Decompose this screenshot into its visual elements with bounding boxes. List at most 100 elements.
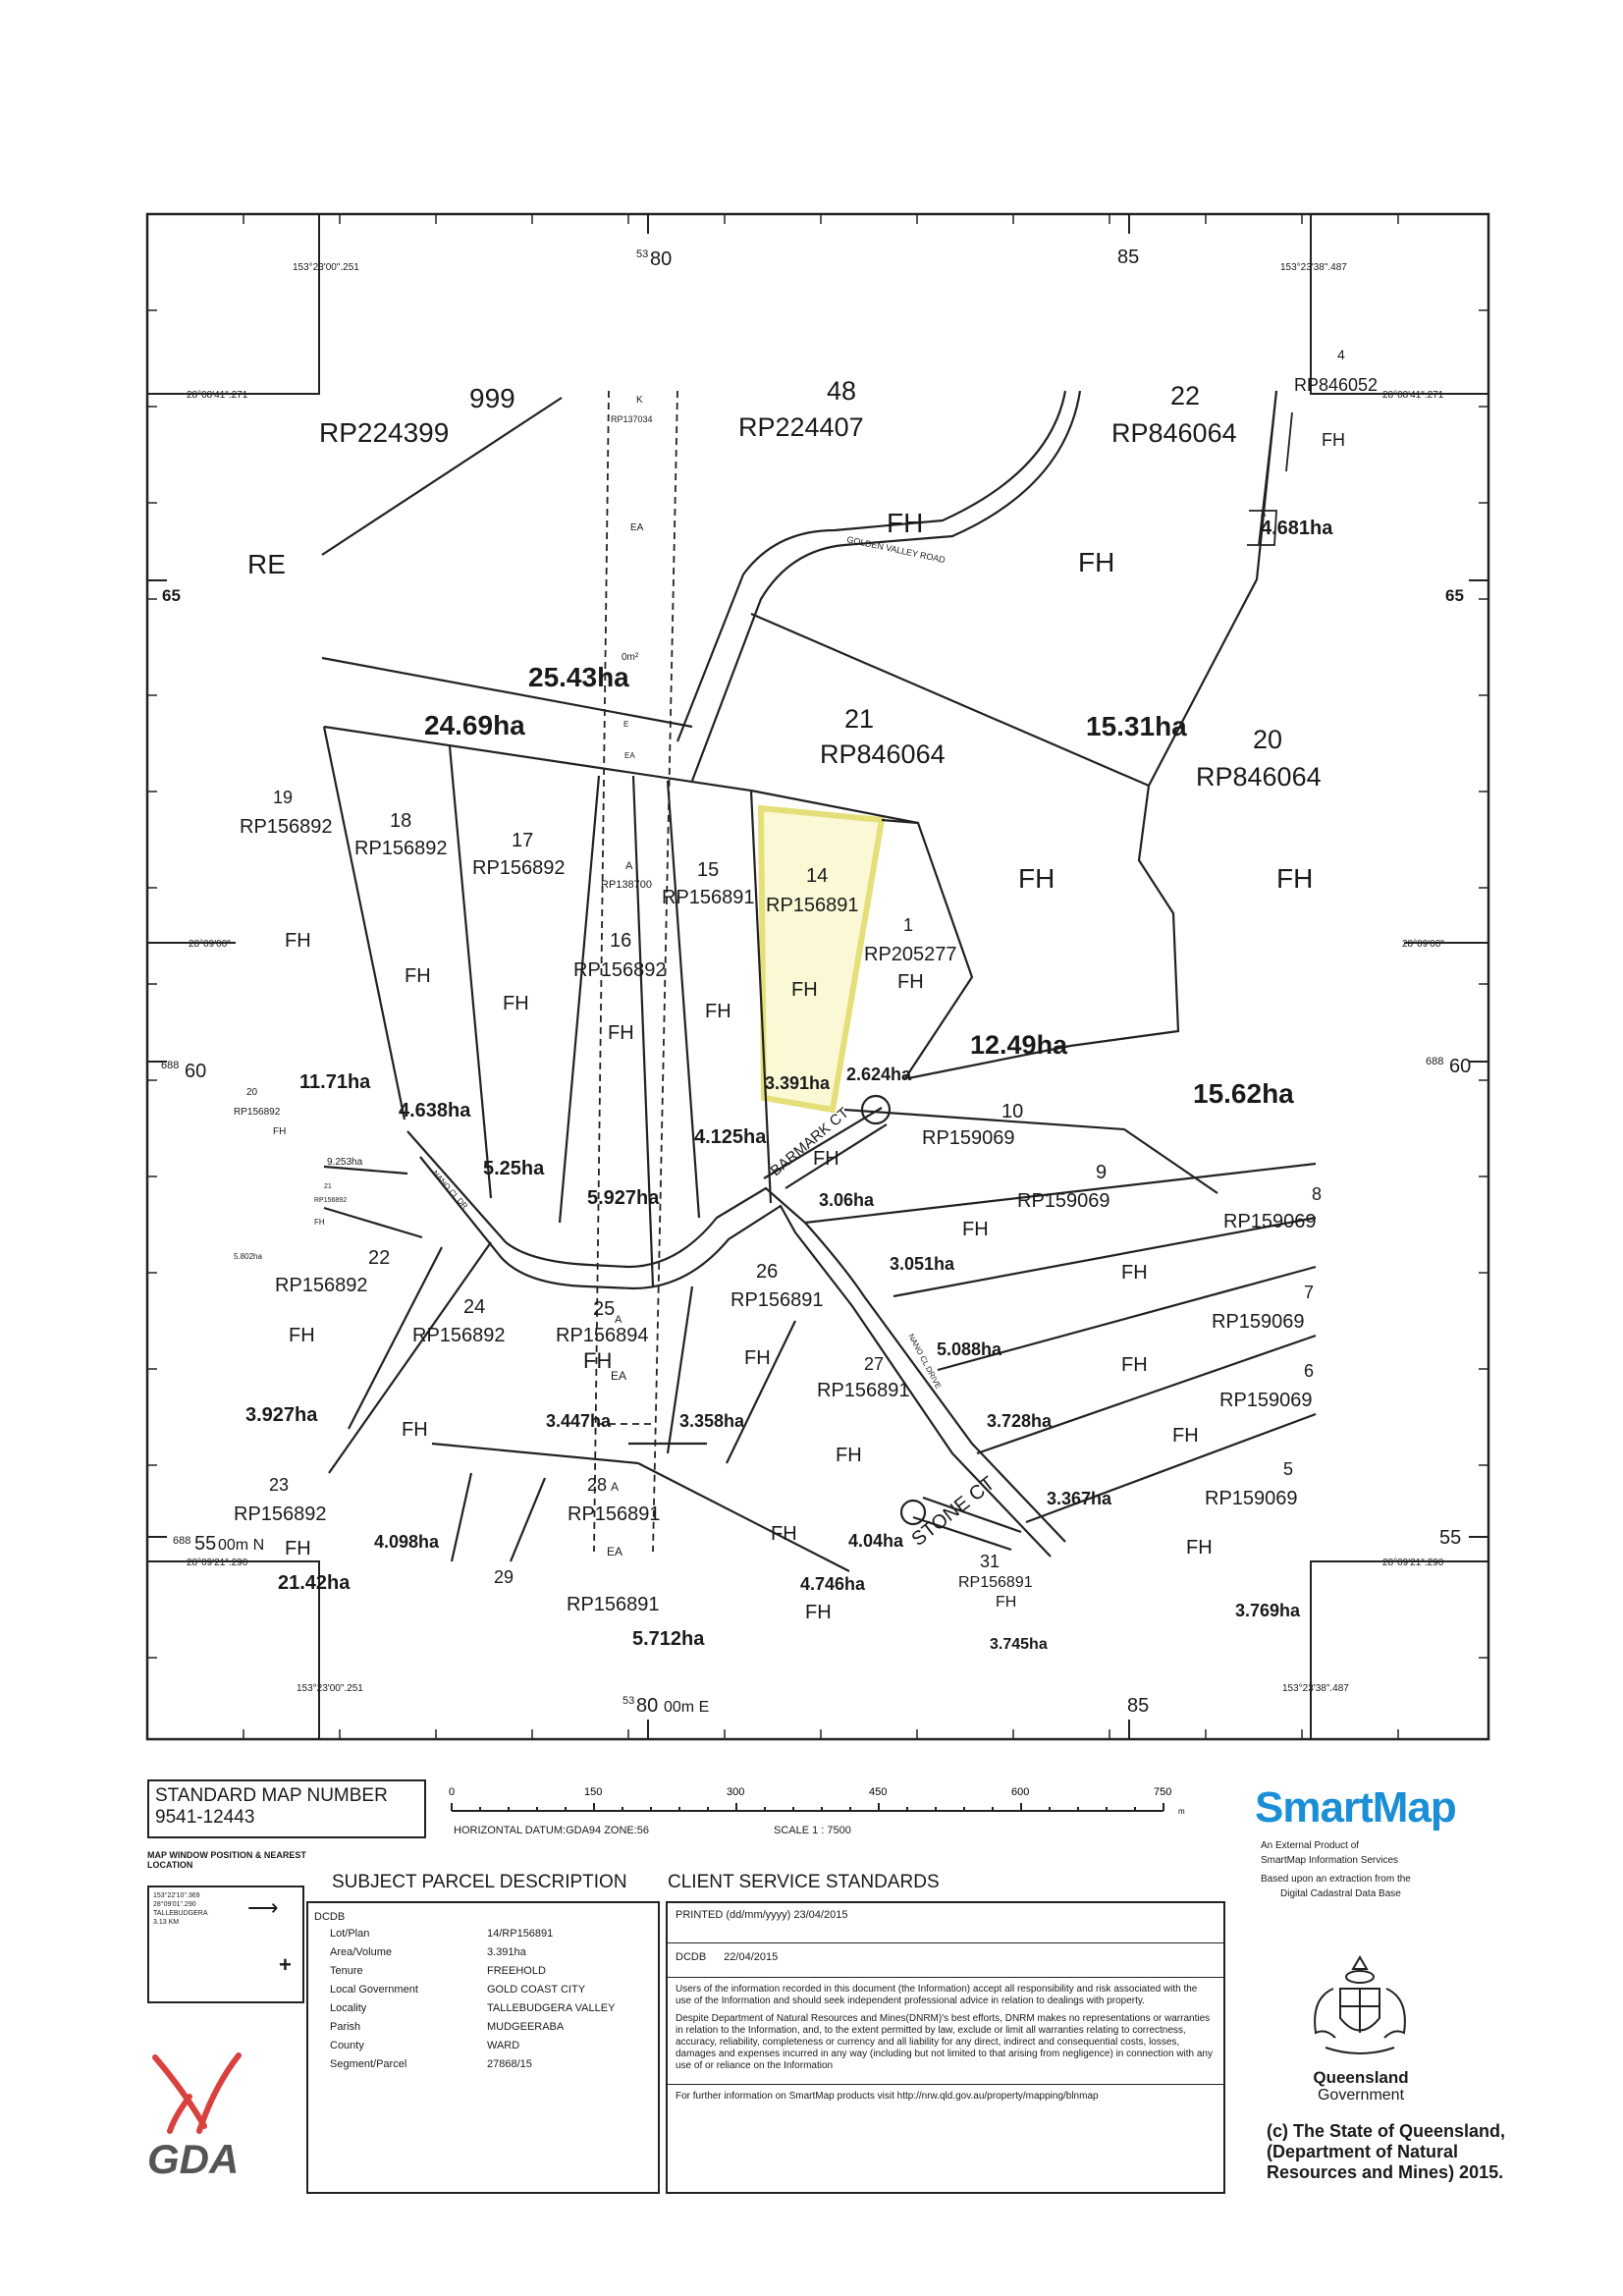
- parcel-label-l25: 25: [593, 1298, 615, 1320]
- parcel-label-l20b: 20: [246, 1087, 258, 1098]
- parcel-label-l31: 31: [980, 1552, 1000, 1571]
- parcel-label-fh_17: FH: [503, 993, 529, 1014]
- parcel-label-rp156891_15: RP156891: [662, 887, 755, 908]
- grid-suffix-n: 00m N: [218, 1537, 264, 1554]
- parcel-label-fh_28: FH: [771, 1523, 797, 1545]
- parcel-label-rp156891_31: RP156891: [958, 1574, 1033, 1591]
- parcel-label-ha3447: 3.447ha: [546, 1411, 612, 1431]
- further-info-link[interactable]: For further information on SmartMap prod…: [676, 2091, 1099, 2102]
- gov-name-2: Government: [1317, 2087, 1405, 2104]
- parcel-label-l6: 6: [1304, 1361, 1314, 1381]
- parcel-label-l29: 29: [494, 1567, 514, 1587]
- window-line-1: 153°22'10".369: [153, 1892, 200, 1899]
- golden-valley-road-edge: [690, 390, 1082, 782]
- parcel-label-l22t: 22: [1170, 381, 1200, 410]
- parcel-label-fh_16: FH: [608, 1022, 634, 1044]
- golden-valley-road: [676, 390, 1067, 742]
- grid-n60-left: 60: [185, 1061, 206, 1082]
- parcel-label-om2: 0m²: [622, 652, 639, 663]
- parcel-label-fh_22: FH: [1078, 547, 1114, 577]
- parcel-row: Local Government GOLD COAST CITY: [308, 1981, 658, 1999]
- map-frame: [145, 212, 1490, 1741]
- parcel-label-ha525: 5.25ha: [483, 1158, 545, 1179]
- horizontal-datum: HORIZONTAL DATUM:GDA94 ZONE:56: [454, 1825, 650, 1836]
- parcel-label-a28: A: [611, 1480, 619, 1494]
- roads: [406, 390, 1082, 1558]
- parcel-label-fh_6: FH: [1172, 1425, 1199, 1447]
- parcel-label-fh_29: FH: [805, 1602, 832, 1623]
- parcel-label-rp156892_18: RP156892: [354, 838, 448, 859]
- parcel-label-ha5712: 5.712ha: [632, 1628, 705, 1650]
- parcel-label-e_small: E: [623, 720, 628, 729]
- parcel-label-rp159069_6: RP159069: [1219, 1390, 1313, 1411]
- brand-sub-3: Based upon an extraction from the: [1261, 1874, 1411, 1885]
- parcel-label-ha3391: 3.391ha: [765, 1073, 831, 1093]
- disclaimer-2: Despite Department of Natural Resources …: [676, 2013, 1213, 2071]
- parcel-label-ha3745: 3.745ha: [990, 1636, 1048, 1653]
- parcel-label-l26: 26: [756, 1261, 778, 1283]
- parcel-label-l48: 48: [827, 376, 856, 406]
- parcel-label-l22: 22: [368, 1247, 390, 1269]
- parcel-label-l14: 14: [806, 865, 828, 887]
- dcdb-date: 22/04/2015: [724, 1951, 779, 1963]
- parcel-label-ha3367: 3.367ha: [1047, 1489, 1112, 1508]
- parcel-label-ha4125: 4.125ha: [694, 1126, 767, 1148]
- parcel-label-rp156892_22: RP156892: [275, 1275, 368, 1296]
- subject-parcel-title: SUBJECT PARCEL DESCRIPTION: [332, 1872, 627, 1892]
- parcel-label-l1: 1: [903, 915, 913, 935]
- grid-e85-bottom: 85: [1127, 1695, 1149, 1717]
- gda-text: GDA: [147, 2136, 239, 2182]
- parcel-row-value: MUDGEERABA: [487, 2021, 565, 2033]
- standard-map-number: 9541-12443: [155, 1807, 255, 1828]
- gda-logo: GDA: [147, 2052, 242, 2182]
- coord-lat-bottom-right: 28°09'21".290: [1382, 1558, 1444, 1568]
- parcel-label-rp159069_9: RP159069: [1017, 1190, 1110, 1212]
- parcel-label-rp846064b: RP846064: [820, 739, 946, 769]
- parcel-label-l21b: 21: [324, 1183, 332, 1190]
- scale-label: 450: [869, 1786, 887, 1798]
- parcel-label-fh_21b: FH: [314, 1218, 325, 1227]
- parcel-labels: 999RP224399REKRP137034EA48RP22440722RP84…: [234, 347, 1378, 1653]
- easement-corridor: [593, 390, 678, 1553]
- coord-bottom-right-lon: 153°23'38".487: [1282, 1683, 1349, 1694]
- grid-n65-left: 65: [162, 586, 181, 605]
- parcel-row-key: Local Government: [330, 1984, 418, 1995]
- parcel-label-fh_21: FH: [1018, 863, 1055, 894]
- window-line-3: TALLEBUDGERA: [153, 1910, 208, 1917]
- road-label-stone-ct: STONE CT: [908, 1473, 1000, 1551]
- copyright-line-1: (c) The State of Queensland,: [1267, 2121, 1506, 2141]
- parcel-label-rp159069_5: RP159069: [1205, 1488, 1298, 1509]
- road-label-nano-cl-dr: NANO CL DR: [431, 1169, 470, 1211]
- queensland-government: Queensland Government: [1307, 2068, 1415, 2105]
- parcel-label-fh_27: FH: [836, 1445, 862, 1466]
- parcel-label-fh_5: FH: [1186, 1537, 1213, 1558]
- subject-parcel-lot-14[interactable]: [757, 804, 886, 1114]
- parcel-row-value: GOLD COAST CITY: [487, 1984, 586, 1995]
- client-service-box: PRINTED (dd/mm/yyyy) 23/04/2015 DCDB 22/…: [666, 1901, 1225, 2194]
- parcel-label-rp138700: RP138700: [601, 879, 652, 891]
- parcel-label-rp846064a: RP846064: [1111, 418, 1237, 448]
- parcel-label-ha5927: 5.927ha: [587, 1187, 660, 1209]
- road-label-golden-valley: GOLDEN VALLEY ROAD: [846, 534, 947, 565]
- parcel-label-ha2469: 24.69ha: [424, 710, 525, 740]
- map-window-title: MAP WINDOW POSITION & NEAREST LOCATION: [147, 1850, 306, 1870]
- parcel-label-l28: 28: [587, 1475, 607, 1495]
- grid-prefix-53-top: 53: [636, 248, 648, 260]
- coord-top-right-lon: 153°23'38".487: [1280, 262, 1347, 273]
- parcel-label-fh_14: FH: [791, 979, 818, 1001]
- stone-cul-de-sac: [899, 1499, 927, 1526]
- small-parcels-top-right: [1247, 390, 1293, 546]
- parcel-label-rp156892_17: RP156892: [472, 857, 566, 879]
- smartmap-subtext: An External Product of SmartMap Informat…: [1261, 1838, 1411, 1901]
- grid-prefix-688-right: 688: [1426, 1056, 1443, 1067]
- nano-drive-lower: [419, 1156, 1052, 1558]
- scale-label: 750: [1154, 1786, 1171, 1798]
- coord-lat-top-right: 28°08'41".271: [1382, 390, 1444, 401]
- parcel-label-ea1: EA: [630, 522, 644, 533]
- coord-bottom-left-lon: 153°23'00".251: [297, 1683, 363, 1694]
